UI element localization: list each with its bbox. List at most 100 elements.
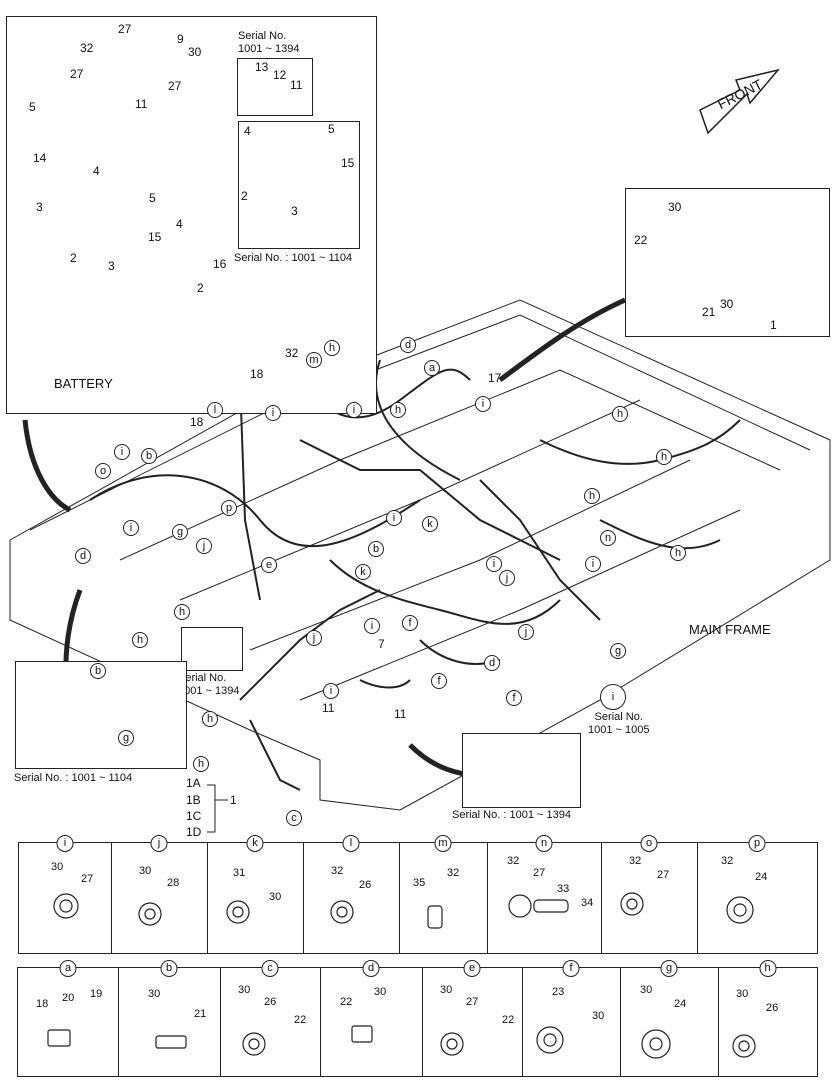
callout-n: n: [600, 530, 616, 546]
detail-cell: m 35 32: [399, 835, 488, 953]
battery-serial-mid: Serial No. : 1001 ~ 1104: [234, 252, 353, 264]
callout-i: i: [386, 510, 402, 526]
part-number: 5: [328, 122, 335, 136]
callout-f: f: [431, 673, 447, 689]
detail-cell: j 30 28: [111, 835, 208, 953]
callout-i: i: [265, 405, 281, 421]
part-number: 17: [488, 371, 502, 385]
part-number: 3: [108, 259, 115, 273]
part-number: 32: [629, 855, 642, 867]
detail-header-m: m: [434, 835, 452, 852]
callout-j: j: [306, 630, 322, 646]
callout-h: h: [612, 406, 628, 422]
part-number: 30: [374, 986, 387, 998]
detail-header-c: c: [261, 960, 279, 977]
callout-h: h: [193, 756, 209, 772]
part-number: 32: [331, 865, 344, 877]
part-number: 30: [51, 861, 64, 873]
part-number: 4: [176, 217, 183, 231]
part-number: 27: [81, 873, 94, 885]
part-number: 2: [241, 189, 248, 203]
part-number: 1B: [186, 793, 201, 807]
detail-header-d: d: [362, 960, 380, 977]
detail-table-row2: a 18 20 19 b 30 21 c 30 26 22 d 22 30 e …: [17, 960, 818, 1077]
part-number: 22: [502, 1014, 515, 1026]
part-number: 27: [168, 79, 182, 93]
part-number: 26: [359, 879, 372, 891]
callout-h: h: [656, 449, 672, 465]
detail-cell: f 23 30: [522, 960, 621, 1076]
callout-i: i: [475, 396, 491, 412]
part-number: 19: [90, 988, 103, 1000]
serial-left-bottom: Serial No. : 1001 ~ 1104: [14, 772, 133, 784]
part-number: 30: [139, 865, 152, 877]
detail-cell: b 30 21: [118, 960, 221, 1076]
part-number: 1: [770, 318, 777, 332]
callout-i: i: [600, 684, 626, 710]
callout-h: h: [174, 604, 190, 620]
callout-f: f: [402, 615, 418, 631]
detail-header-p: p: [748, 835, 766, 852]
part-number: 23: [552, 986, 565, 998]
detail-header-e: e: [463, 960, 481, 977]
serial-left-mid: Serial No. 1001 ~ 1394: [178, 672, 240, 697]
callout-i: i: [323, 683, 339, 699]
detail-header-j: j: [150, 835, 168, 852]
callout-i: i: [585, 556, 601, 572]
part-number: 2: [197, 281, 204, 295]
callout-f: f: [506, 690, 522, 706]
part-number: 35: [413, 877, 426, 889]
part-number: 30: [592, 1010, 605, 1022]
battery-serial-inset-top: [237, 58, 313, 116]
part-number: 30: [238, 984, 251, 996]
part-number: 11: [135, 97, 148, 111]
callout-b: b: [141, 448, 157, 464]
part-number: 21: [702, 305, 716, 319]
callout-g: g: [118, 730, 134, 746]
harness-inset-bottom-left: [15, 661, 187, 769]
part-number: 27: [70, 67, 84, 81]
detail-cell: g 30 24: [620, 960, 719, 1076]
callout-l: l: [207, 402, 223, 418]
detail-cell: n 32 27 33 34: [487, 835, 602, 953]
battery-title: BATTERY: [54, 376, 113, 391]
detail-cell: l 32 26: [303, 835, 400, 953]
callout-j: j: [499, 570, 515, 586]
detail-cell: d 22 30: [320, 960, 423, 1076]
callout-k: k: [422, 516, 438, 532]
part-number: 30: [720, 297, 734, 311]
part-number: 13: [255, 60, 269, 74]
detail-header-h: h: [759, 960, 776, 977]
callout-d: d: [484, 655, 500, 671]
callout-e: e: [261, 557, 277, 573]
part-number: 11: [290, 78, 303, 92]
part-number: 4: [244, 124, 251, 138]
callout-j: j: [196, 538, 212, 554]
detail-cell: c 30 26 22: [220, 960, 321, 1076]
callout-h: h: [324, 340, 340, 356]
callout-j: j: [518, 624, 534, 640]
detail-header-g: g: [660, 960, 678, 977]
detail-header-b: b: [160, 960, 178, 977]
callout-h: h: [132, 632, 148, 648]
part-number: 5: [149, 191, 156, 205]
detail-header-i: i: [56, 835, 74, 852]
callout-b: b: [368, 541, 384, 557]
part-number: 16: [213, 257, 227, 271]
serial-inset-left-mid: [181, 627, 243, 671]
cable-inset-bottom-right: [462, 733, 581, 808]
part-number: 32: [507, 855, 520, 867]
detail-cell: k 31 30: [207, 835, 304, 953]
detail-cell: a 18 20 19: [18, 960, 119, 1076]
callout-h: h: [584, 488, 600, 504]
callout-p: p: [221, 500, 237, 516]
part-number: 30: [668, 200, 682, 214]
part-number: 11: [322, 701, 335, 715]
relay-inset: [625, 188, 830, 337]
part-number: 26: [264, 996, 277, 1008]
part-number: 27: [118, 22, 132, 36]
part-number: 4: [93, 164, 100, 178]
detail-cell: h 30 26: [718, 960, 817, 1076]
part-number: 22: [294, 1014, 307, 1026]
part-number: 18: [190, 415, 204, 429]
